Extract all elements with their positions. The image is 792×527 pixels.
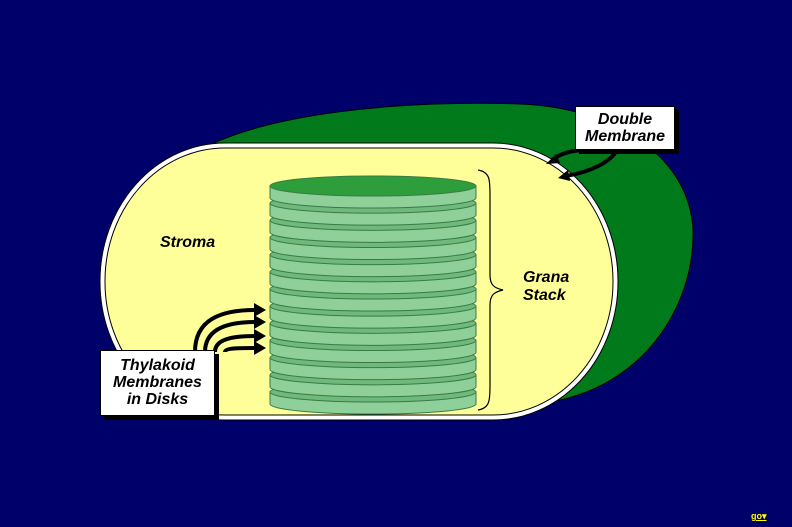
- grana-brace: [477, 169, 504, 411]
- thylakoid-disk: [269, 175, 477, 209]
- thylakoid-arrows: [193, 303, 266, 355]
- go-link[interactable]: go▾: [751, 511, 767, 521]
- grana-stack-label: Grana Stack: [523, 269, 570, 304]
- thylakoid-membranes-label: Thylakoid Membranes in Disks: [100, 350, 215, 416]
- stroma-label: Stroma: [160, 234, 216, 251]
- grana-stack: [269, 175, 477, 415]
- double-membrane-label: Double Membrane: [575, 106, 675, 150]
- membrane-arrows: [546, 147, 620, 181]
